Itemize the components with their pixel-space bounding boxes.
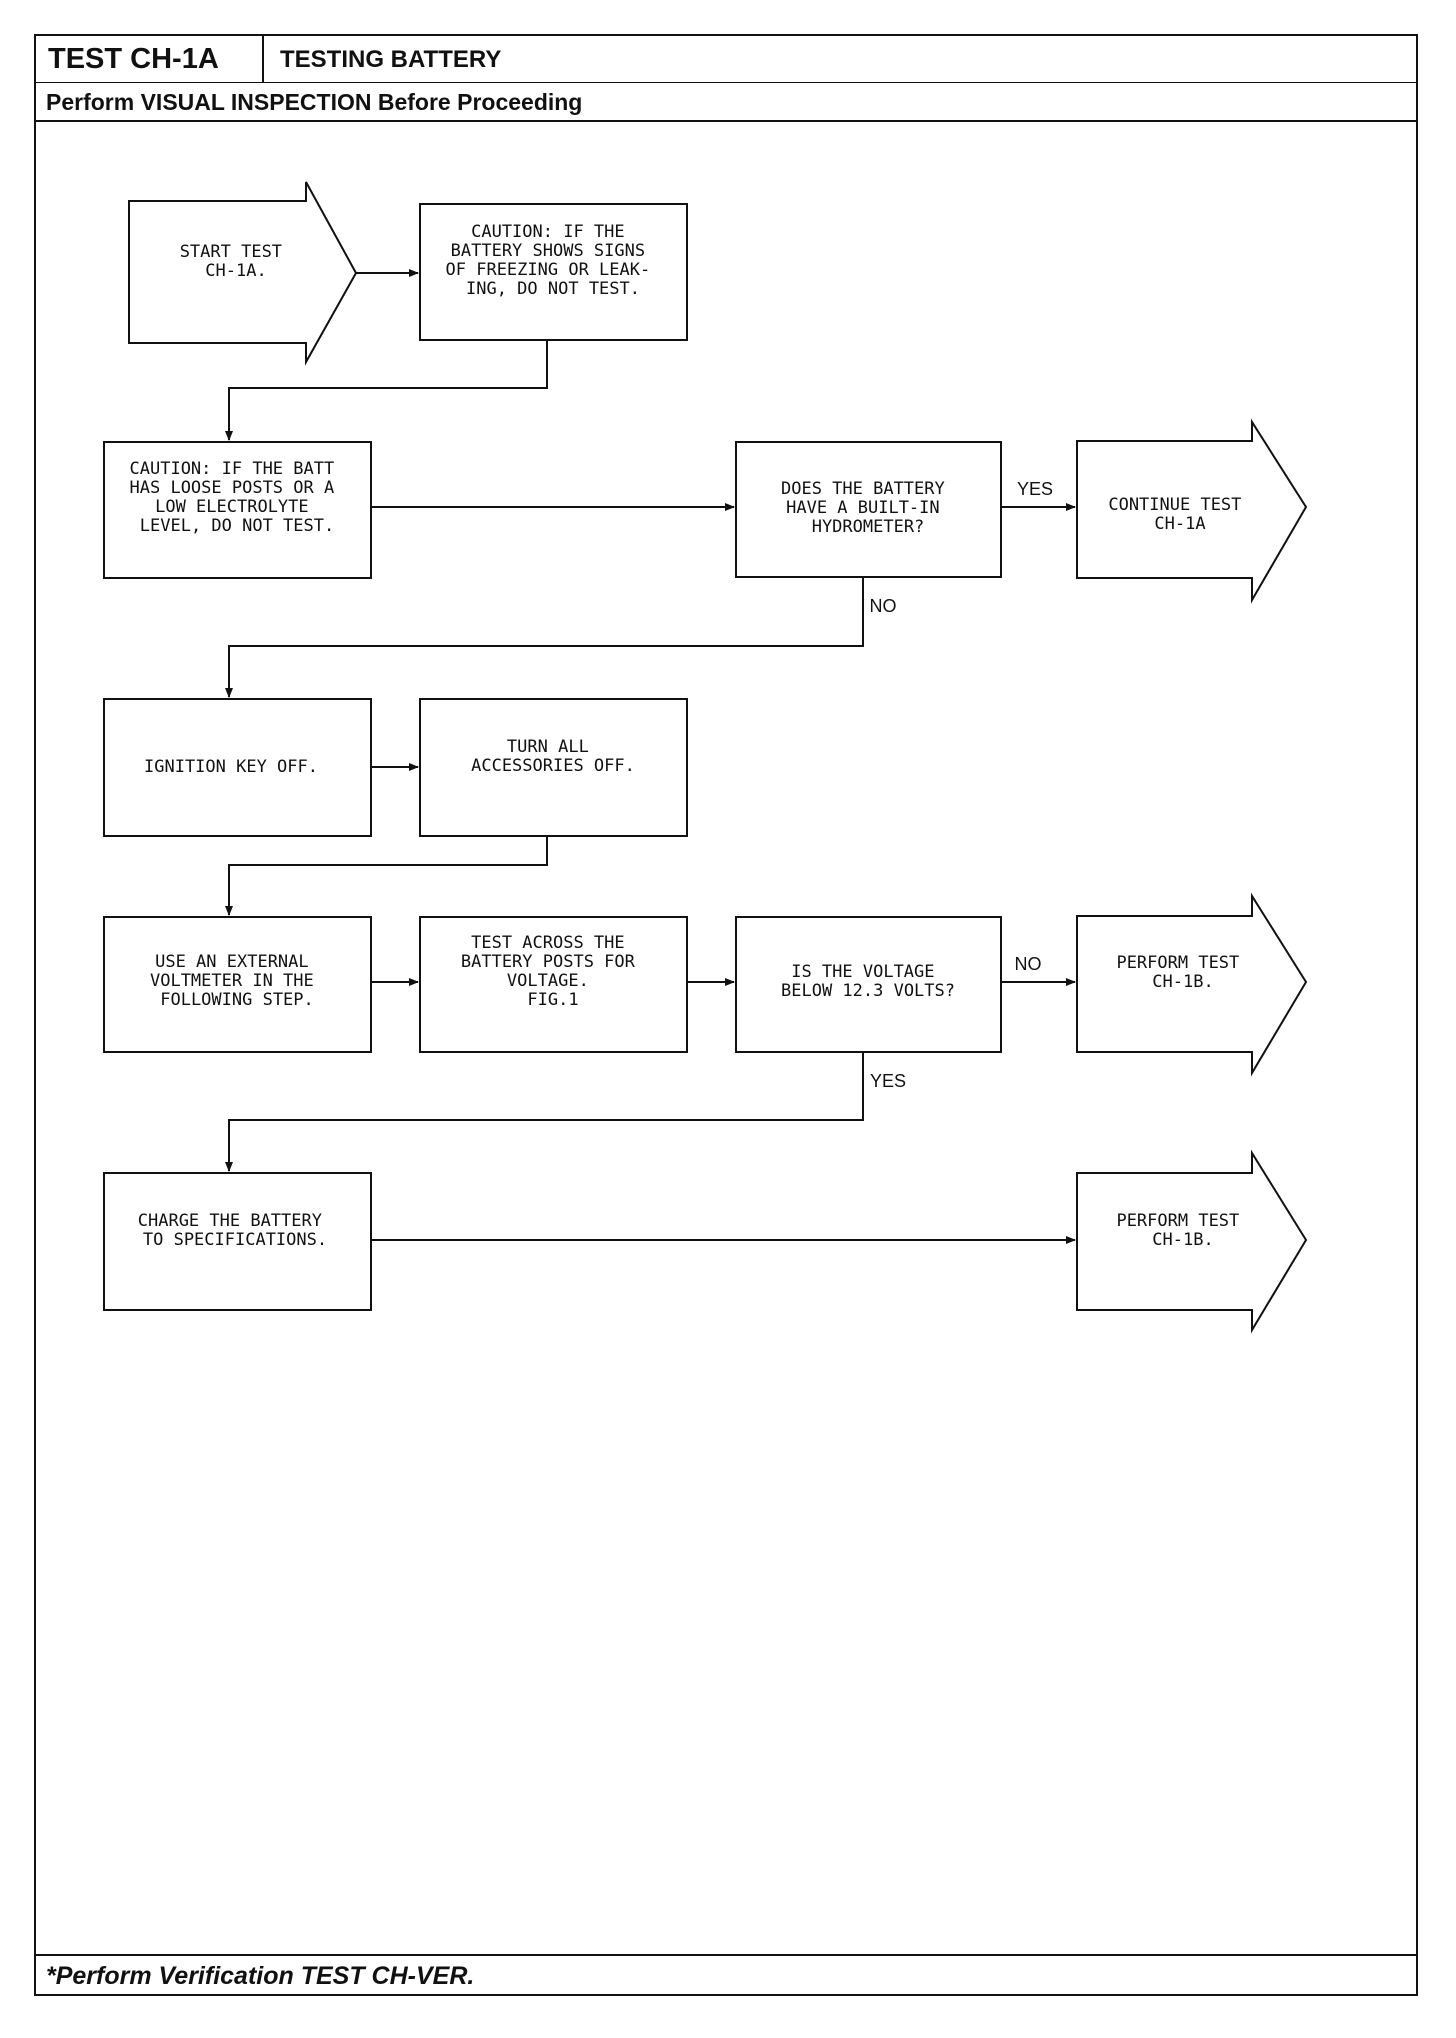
caution-freezing-line-3: OF FREEZING OR LEAK- [446, 260, 651, 280]
continue-line-2: CH-1A [1154, 514, 1205, 534]
perform-1b-text-b: PERFORM TEST CH-1B. [1116, 1211, 1249, 1250]
connector-caution-to-posts [225, 340, 548, 441]
perform-1b-a-line-2: CH-1B. [1152, 972, 1213, 992]
voltage-line-2: BELOW 12.3 VOLTS? [781, 981, 955, 1001]
ignition-text: IGNITION KEY OFF. [144, 757, 318, 777]
hydrometer-decision-box [735, 441, 1002, 578]
page-title: TESTING BATTERY [280, 46, 502, 73]
start-line-1: START TEST [180, 242, 282, 262]
accessories-box [419, 698, 688, 837]
caution-freezing-text: CAUTION: IF THE BATTERY SHOWS SIGNS OF F… [446, 222, 661, 299]
voltmeter-text: USE AN EXTERNAL VOLTMETER IN THE FOLLOWI… [150, 952, 324, 1010]
caution-posts-line-1: CAUTION: IF THE BATT [130, 459, 335, 479]
perform-1b-text-a: PERFORM TEST CH-1B. [1116, 953, 1249, 992]
voltmeter-line-2: VOLTMETER IN THE [150, 971, 314, 991]
caution-posts-line-4: LEVEL, DO NOT TEST. [140, 516, 334, 536]
continue-arrow-shape [1076, 418, 1308, 604]
test-id: TEST CH-1A [36, 36, 264, 82]
hydrometer-question-text: DOES THE BATTERY HAVE A BUILT-IN HYDROME… [781, 479, 955, 537]
caution-posts-line-3: LOW ELECTROLYTE [155, 497, 309, 517]
test-posts-text: TEST ACROSS THE BATTERY POSTS FOR VOLTAG… [461, 933, 645, 1010]
hydrometer-line-2: HAVE A BUILT-IN [786, 498, 940, 518]
perform-1b-b-line-2: CH-1B. [1152, 1230, 1213, 1250]
caution-posts-line-2: HAS LOOSE POSTS OR A [130, 478, 335, 498]
caution-freezing-line-1: CAUTION: IF THE [471, 222, 625, 242]
charge-line-1: CHARGE THE BATTERY [138, 1211, 322, 1231]
footer-note: *Perform Verification TEST CH-VER. [36, 1954, 1416, 1994]
voltage-no-label: NO [1015, 954, 1042, 974]
test-posts-line-3: VOLTAGE. [507, 971, 589, 991]
caution-freezing-line-4: ING, DO NOT TEST. [466, 279, 640, 299]
hydrometer-no-label: NO [870, 596, 897, 616]
caution-posts-text: CAUTION: IF THE BATT HAS LOOSE POSTS OR … [130, 459, 345, 536]
continue-line-1: CONTINUE TEST [1108, 495, 1241, 515]
page-frame: TEST CH-1A TESTING BATTERY Perform VISUA… [34, 34, 1418, 1996]
connector-accessories-to-voltmeter [225, 836, 548, 916]
charge-box [103, 1172, 372, 1311]
caution-freezing-box [419, 203, 688, 341]
start-box-text: START TEST CH-1A. [180, 242, 293, 281]
accessories-text: TURN ALL ACCESSORIES OFF. [471, 737, 635, 776]
voltage-yes-label: YES [870, 1071, 906, 1091]
caution-posts-box [103, 441, 372, 579]
charge-line-2: TO SPECIFICATIONS. [143, 1230, 327, 1250]
perform-1b-a-line-1: PERFORM TEST [1116, 953, 1239, 973]
perform-1b-arrow-shape-b [1076, 1149, 1308, 1334]
voltmeter-line-3: FOLLOWING STEP. [160, 990, 314, 1010]
continue-text: CONTINUE TEST CH-1A [1108, 495, 1251, 534]
test-posts-line-1: TEST ACROSS THE [471, 933, 625, 953]
test-posts-line-2: BATTERY POSTS FOR [461, 952, 636, 972]
voltmeter-box [103, 916, 372, 1053]
perform-1b-arrow-shape-a [1076, 892, 1308, 1077]
hydrometer-line-3: HYDROMETER? [812, 517, 925, 537]
perform-1b-b-line-1: PERFORM TEST [1116, 1211, 1239, 1231]
accessories-line-2: ACCESSORIES OFF. [471, 756, 635, 776]
voltmeter-line-1: USE AN EXTERNAL [155, 952, 309, 972]
voltage-decision-box [735, 916, 1002, 1053]
hydrometer-line-1: DOES THE BATTERY [781, 479, 945, 499]
charge-text: CHARGE THE BATTERY TO SPECIFICATIONS. [138, 1211, 332, 1250]
caution-freezing-line-2: BATTERY SHOWS SIGNS [451, 241, 645, 261]
start-line-2: CH-1A. [205, 261, 266, 281]
start-arrow-shape [128, 181, 358, 366]
ignition-line-1: IGNITION KEY OFF. [144, 757, 318, 777]
page-subtitle: Perform VISUAL INSPECTION Before Proceed… [36, 82, 1416, 122]
voltage-line-1: IS THE VOLTAGE [791, 962, 934, 982]
test-posts-box [419, 916, 688, 1053]
hydrometer-yes-label: YES [1017, 479, 1053, 499]
voltage-question-text: IS THE VOLTAGE BELOW 12.3 VOLTS? [781, 962, 955, 1001]
ignition-box [103, 698, 372, 837]
connector-yes-to-charge [225, 1052, 864, 1172]
accessories-line-1: TURN ALL [507, 737, 589, 757]
test-posts-fig-ref: FIG.1 [527, 990, 578, 1010]
header-row: TEST CH-1A TESTING BATTERY [36, 36, 1416, 83]
connector-no-to-ignition [225, 577, 864, 698]
